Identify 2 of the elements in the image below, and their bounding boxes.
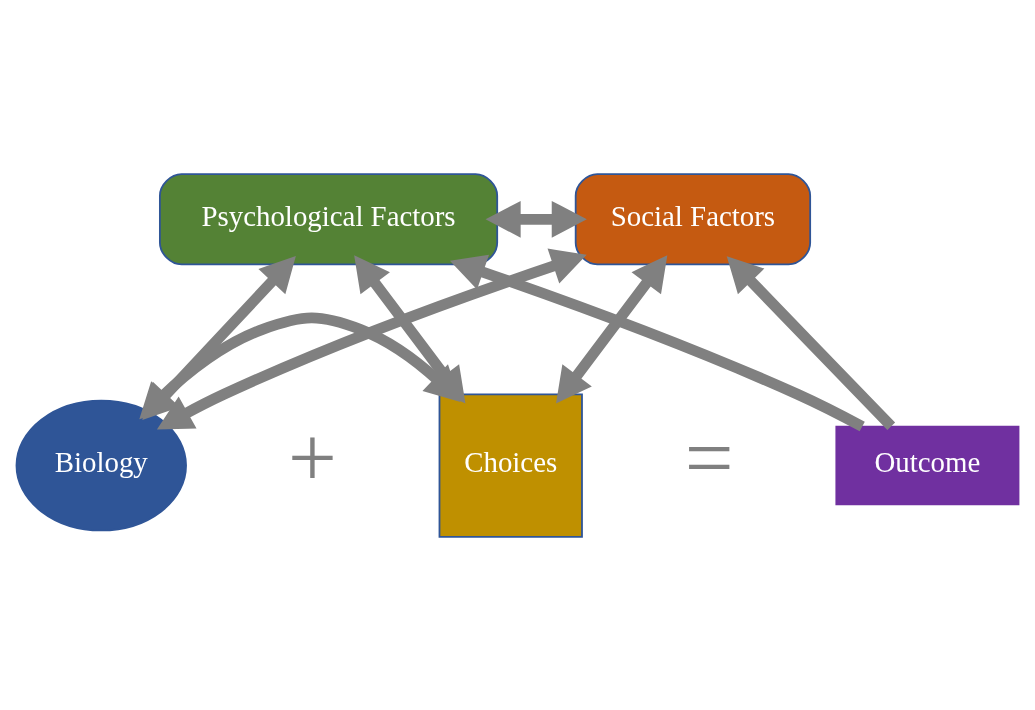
label: = (684, 409, 734, 506)
label: + (287, 409, 337, 506)
